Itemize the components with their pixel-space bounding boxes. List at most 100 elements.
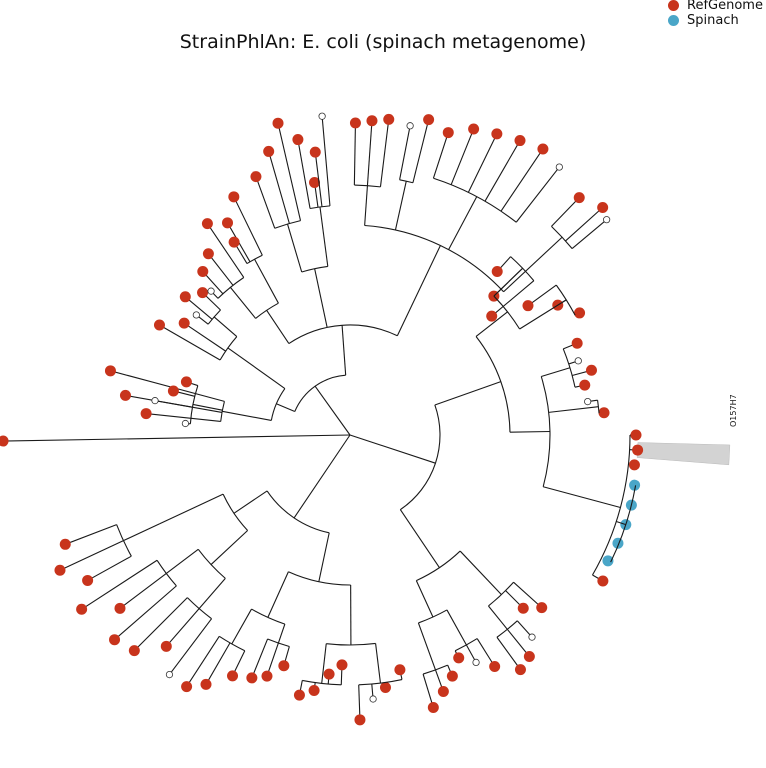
tree-branch bbox=[133, 597, 188, 652]
tree-branch bbox=[276, 403, 295, 413]
tree-branch-arc bbox=[418, 609, 448, 624]
tree-branch bbox=[165, 608, 200, 647]
refgenome-tip bbox=[128, 645, 140, 657]
tree-branch bbox=[114, 585, 177, 641]
tree-branch bbox=[434, 381, 502, 406]
refgenome-tip bbox=[308, 684, 320, 696]
tree-branch bbox=[488, 605, 508, 630]
tree-branch bbox=[231, 608, 252, 645]
tree-branch bbox=[165, 548, 199, 574]
refgenome-tip bbox=[597, 201, 609, 213]
tree-branch bbox=[364, 185, 368, 226]
highlight-band-o157h7 bbox=[636, 442, 731, 466]
open-tip bbox=[406, 122, 414, 130]
open-tip bbox=[555, 163, 563, 171]
tree-branch bbox=[551, 197, 580, 227]
tree-branch bbox=[297, 139, 311, 209]
tree-branch bbox=[268, 151, 290, 224]
legend-label-spinach: Spinach bbox=[687, 13, 739, 28]
tree-branch bbox=[192, 403, 223, 411]
tree-branch bbox=[467, 133, 498, 193]
tree-branch bbox=[412, 119, 430, 183]
tree-branch-arc bbox=[309, 205, 331, 210]
tree-branch-arc bbox=[399, 179, 414, 184]
refgenome-tip bbox=[140, 408, 152, 420]
refgenome-tip bbox=[246, 672, 258, 684]
open-tip bbox=[528, 633, 536, 641]
tree-branch bbox=[318, 532, 330, 582]
refgenome-tip bbox=[114, 602, 126, 614]
tree-branch bbox=[527, 284, 557, 307]
tree-branch bbox=[266, 309, 290, 344]
refgenome-tip bbox=[181, 681, 193, 693]
open-tip bbox=[181, 419, 190, 428]
refgenome-tip bbox=[598, 407, 610, 419]
tree-branch bbox=[513, 581, 543, 609]
refgenome-tip bbox=[109, 634, 121, 646]
tree-branch bbox=[233, 490, 268, 514]
refgenome-tip bbox=[263, 145, 275, 157]
tree-branch bbox=[123, 523, 160, 542]
refgenome-tip bbox=[153, 319, 165, 331]
refgenome-tip bbox=[349, 117, 361, 129]
refgenome-tip bbox=[486, 310, 498, 322]
tree-branch bbox=[448, 196, 478, 250]
tree-branch bbox=[358, 684, 361, 720]
refgenome-tip bbox=[383, 113, 395, 125]
tree-branch bbox=[565, 207, 604, 242]
refgenome-tip bbox=[228, 236, 240, 248]
tree-branch bbox=[65, 524, 117, 545]
tree-branch bbox=[515, 166, 560, 223]
refgenome-tip bbox=[514, 664, 526, 676]
open-tip bbox=[207, 287, 215, 295]
tree-branch bbox=[119, 572, 167, 609]
refgenome-tip bbox=[54, 564, 66, 576]
refgenome-tip bbox=[179, 291, 191, 303]
tree-branch bbox=[213, 316, 238, 338]
tree-branch bbox=[205, 642, 231, 685]
tree-branch bbox=[321, 116, 331, 206]
tree-branch bbox=[251, 638, 269, 679]
tree-branch bbox=[146, 413, 221, 422]
tree-branch-arc bbox=[358, 678, 403, 686]
refgenome-tip bbox=[536, 602, 548, 614]
tree-branch bbox=[341, 325, 347, 376]
tree-branch bbox=[267, 571, 289, 618]
tree-branch-arc bbox=[301, 265, 328, 273]
refgenome-tip bbox=[423, 114, 435, 126]
tree-branch bbox=[227, 347, 286, 389]
tree-branch-arc bbox=[562, 348, 576, 388]
open-tip bbox=[603, 216, 611, 224]
tree-branch-arc bbox=[197, 549, 226, 579]
refgenome-tip bbox=[437, 686, 449, 698]
tree-branch-arc bbox=[266, 490, 330, 534]
tree-branch bbox=[516, 620, 533, 638]
tree-branch bbox=[349, 434, 436, 464]
tree-branch-arc bbox=[416, 550, 461, 582]
refgenome-tip bbox=[197, 266, 209, 278]
tree-branch-arc bbox=[454, 638, 478, 652]
legend-item-ref: RefGenome bbox=[668, 0, 763, 13]
tree-branch bbox=[222, 410, 272, 421]
refgenome-tip bbox=[293, 689, 305, 701]
refgenome-tip bbox=[468, 123, 480, 135]
tree-branch bbox=[399, 125, 411, 180]
refgenome-tip bbox=[514, 135, 526, 147]
tree-branch bbox=[319, 206, 329, 267]
tree-branch bbox=[186, 635, 220, 687]
refgenome-tip bbox=[292, 134, 304, 146]
tree-branch bbox=[353, 123, 356, 186]
tree-branch bbox=[255, 176, 276, 229]
refgenome-tip bbox=[394, 664, 406, 676]
tree-branch-arc bbox=[302, 679, 342, 686]
refgenome-tip bbox=[537, 143, 549, 155]
tree-branch bbox=[184, 296, 213, 320]
tree-branch bbox=[366, 120, 373, 186]
tree-branch bbox=[399, 509, 440, 568]
tree-branch bbox=[503, 236, 563, 293]
tree-branch bbox=[500, 148, 544, 212]
tree-branch bbox=[491, 280, 535, 317]
spinach-tip bbox=[602, 555, 614, 567]
refgenome-tip bbox=[160, 640, 172, 652]
refgenome-tip bbox=[228, 191, 240, 203]
